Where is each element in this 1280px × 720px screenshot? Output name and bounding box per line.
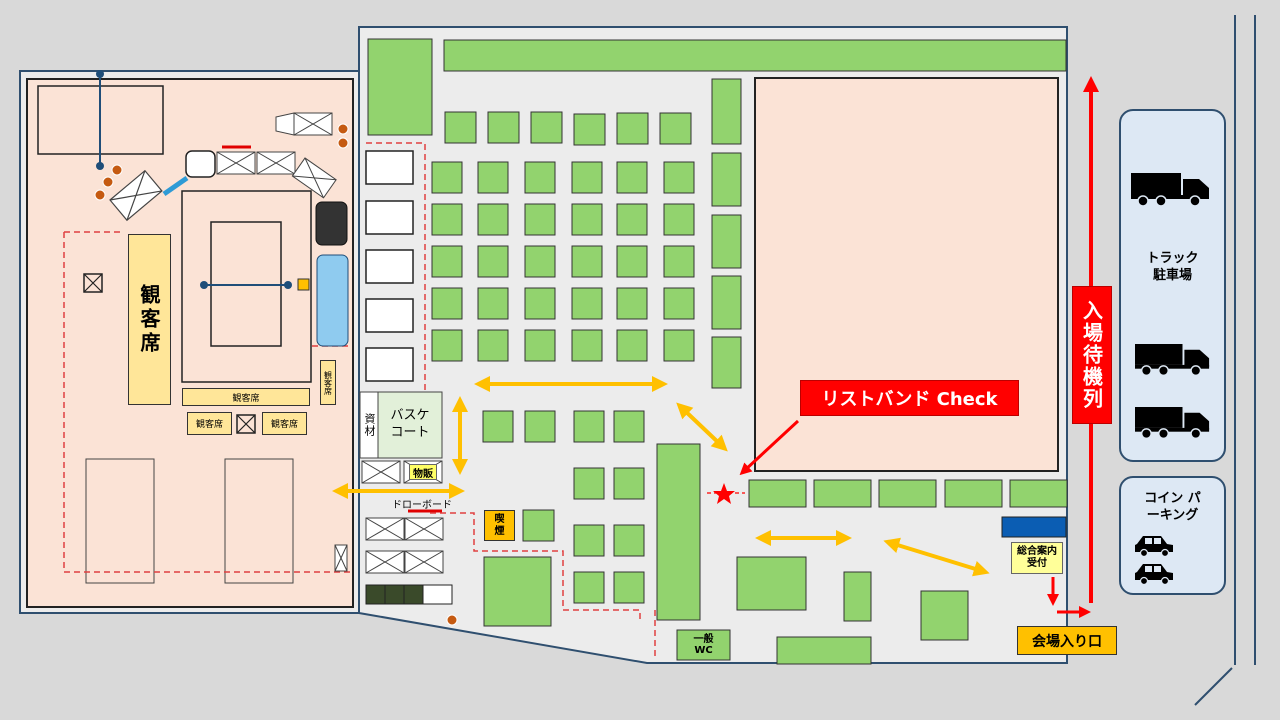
audience-small-label-1: 観客席 [182, 388, 310, 406]
audience-main-label: 観客席 [128, 234, 171, 405]
truck-icon [1131, 173, 1210, 207]
car-icon [1135, 563, 1174, 586]
dashed-line-left [366, 142, 426, 390]
materials-label: 資材 [363, 413, 376, 437]
truck-parking-label: トラック 駐車場 [1146, 251, 1199, 283]
car-icon [1135, 535, 1174, 558]
truck-parking-panel: トラック 駐車場 [1119, 109, 1226, 462]
lower-tents [365, 517, 453, 605]
entrance-label[interactable]: 会場入り口 [1017, 626, 1117, 655]
road-lines [1194, 15, 1256, 706]
coin-parking-label: コイン パーキング [1144, 491, 1201, 523]
truck-icon [1135, 407, 1210, 440]
arena-interior [37, 70, 350, 584]
wristband-check-label: リストバンド Check [800, 380, 1019, 416]
drawboard-label: ドローボード [392, 499, 452, 511]
audience-small-label-2: 観客席 [187, 412, 232, 435]
general-wc-label: 一般 WC [693, 634, 714, 656]
flow-arrows [332, 376, 990, 577]
info-desk-label: 総合案内 受付 [1011, 542, 1063, 574]
dashed-line-mid [430, 512, 656, 660]
audience-small-label-3: 観客席 [262, 412, 307, 435]
g-markers [94, 123, 458, 626]
basket-court-label: バスケ コート [390, 408, 430, 440]
green-booths [367, 38, 1068, 665]
merch-label: 物販 [409, 464, 437, 480]
smoking-label: 喫 煙 [484, 510, 515, 541]
info-bar [1001, 516, 1067, 538]
white-tents [365, 150, 414, 382]
truck-icon [1135, 344, 1210, 377]
audience-side-label: 観客席 [320, 360, 336, 405]
waiting-line-label: 入場待機列 [1072, 286, 1112, 424]
arena-tents [109, 112, 348, 572]
basket-court-area [377, 391, 443, 459]
coin-parking-panel: コイン パーキング [1119, 476, 1226, 595]
